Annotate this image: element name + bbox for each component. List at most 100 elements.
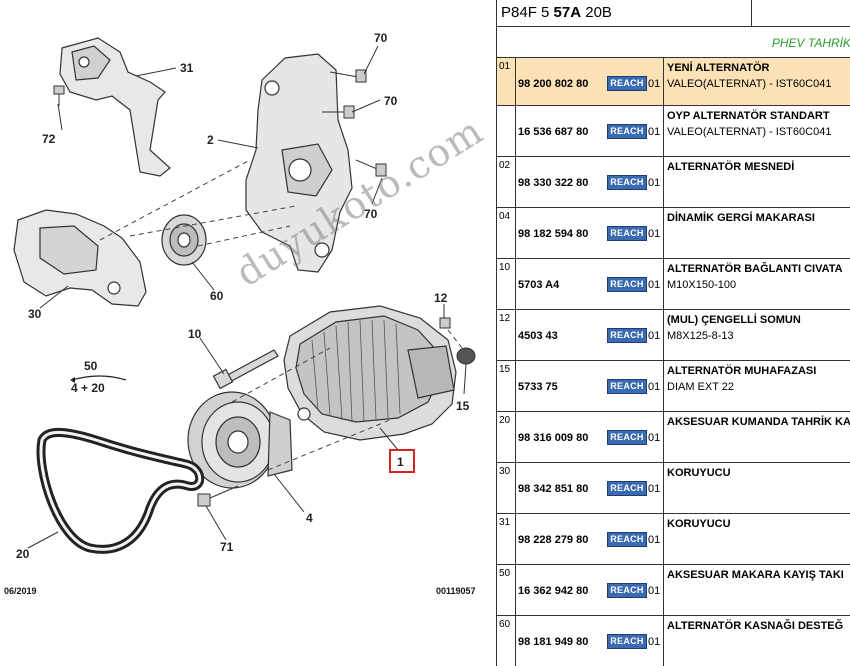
part-30-shield[interactable] (13, 209, 147, 307)
part-name: DİNAMİK GERGİ MAKARASI (667, 212, 815, 224)
reach-badge: REACH (607, 583, 647, 598)
part-reference[interactable]: 98 316 009 80 (518, 432, 589, 444)
part-reference[interactable]: 5703 A4 (518, 279, 560, 291)
part-name: OYP ALTERNATÖR STANDART (667, 110, 830, 122)
quantity: 01 (648, 330, 661, 342)
callout[interactable]: 50 (84, 359, 98, 373)
position-number: 60 (499, 619, 511, 630)
position-number: 01 (499, 61, 511, 72)
part-2-support[interactable] (245, 53, 353, 273)
position-cell: 10 (497, 259, 516, 309)
part-reference[interactable]: 98 181 949 80 (518, 636, 589, 648)
part-72-bolt[interactable] (53, 85, 65, 106)
quantity: 01 (648, 78, 661, 90)
part-1-alternator[interactable] (283, 305, 457, 441)
part-reference[interactable]: 16 362 942 80 (518, 585, 589, 597)
part-10-bolt[interactable] (212, 349, 279, 390)
callout[interactable]: 10 (188, 327, 202, 341)
quantity: 01 (648, 432, 661, 444)
part-20-belt[interactable] (36, 428, 205, 554)
part-name: AKSESUAR KUMANDA TAHRİK KA (667, 416, 850, 428)
column-divider (663, 616, 664, 666)
part-12-nut[interactable] (439, 317, 451, 329)
reach-badge: REACH (607, 76, 647, 91)
reach-badge: REACH (607, 532, 647, 547)
part-4-tensioner[interactable] (187, 391, 293, 489)
callout[interactable]: 4 + 20 (71, 381, 105, 395)
part-name: KORUYUCU (667, 467, 731, 479)
quantity: 01 (648, 177, 661, 189)
assembly-lines (99, 159, 463, 471)
callout[interactable]: 4 (306, 511, 313, 525)
reach-badge: REACH (607, 226, 647, 241)
callout[interactable]: 60 (210, 289, 224, 303)
part-70-bolts[interactable] (322, 69, 387, 177)
part-reference[interactable]: 4503 43 (518, 330, 558, 342)
position-number: 12 (499, 313, 511, 324)
column-divider (663, 106, 664, 156)
quantity: 01 (648, 534, 661, 546)
callout-numbers: 70 31 72 2 70 70 30 60 10 12 50 4 + 20 1… (16, 31, 470, 561)
quantity: 01 (648, 483, 661, 495)
callout[interactable]: 70 (364, 207, 378, 221)
callout[interactable]: 31 (180, 61, 194, 75)
part-reference[interactable]: 98 342 851 80 (518, 483, 589, 495)
selected-callout-box (389, 449, 415, 473)
quantity: 01 (648, 228, 661, 240)
quantity: 01 (648, 636, 661, 648)
callout[interactable]: 12 (434, 291, 448, 305)
callout[interactable]: 30 (28, 307, 42, 321)
callout[interactable]: 72 (42, 132, 56, 146)
callout[interactable]: 71 (220, 540, 234, 554)
callout[interactable]: 2 (207, 133, 214, 147)
column-divider (663, 514, 664, 564)
column-divider (663, 565, 664, 615)
reach-badge: REACH (607, 481, 647, 496)
part-reference[interactable]: 98 182 594 80 (518, 228, 589, 240)
reach-badge: REACH (607, 328, 647, 343)
part-reference[interactable]: 98 228 279 80 (518, 534, 589, 546)
callout[interactable]: 70 (384, 94, 398, 108)
part-reference[interactable]: 98 200 802 80 (518, 78, 589, 90)
position-number: 15 (499, 364, 511, 375)
quantity: 01 (648, 585, 661, 597)
part-reference[interactable]: 5733 75 (518, 381, 558, 393)
reach-badge: REACH (607, 634, 647, 649)
parts-exploded-diagram: 70 31 72 2 70 70 30 60 10 12 50 4 + 20 1… (4, 31, 476, 596)
callout[interactable]: 15 (456, 399, 470, 413)
reach-badge: REACH (607, 379, 647, 394)
callout-selected[interactable]: 1 (397, 455, 404, 469)
part-71-bolt[interactable] (197, 485, 239, 507)
reach-badge: REACH (607, 430, 647, 445)
part-31-shield[interactable] (59, 37, 171, 177)
part-description: M8X125-8-13 (667, 330, 734, 342)
header-divider (751, 0, 752, 26)
part-description: VALEO(ALTERNAT) - IST60C041 (667, 78, 832, 90)
position-cell: 04 (497, 208, 516, 258)
part-reference[interactable]: 98 330 322 80 (518, 177, 589, 189)
part-name: KORUYUCU (667, 518, 731, 530)
callout[interactable]: 20 (16, 547, 30, 561)
part-60-pulley[interactable] (161, 214, 207, 266)
part-description: M10X150-100 (667, 279, 737, 291)
quantity: 01 (648, 126, 661, 138)
callout[interactable]: 70 (374, 31, 388, 45)
reach-badge: REACH (607, 277, 647, 292)
position-cell: 60 (497, 616, 516, 666)
position-cell: 20 (497, 412, 516, 462)
reach-badge: REACH (607, 124, 647, 139)
part-reference[interactable]: 16 536 687 80 (518, 126, 589, 138)
part-15-cap[interactable] (456, 347, 476, 365)
